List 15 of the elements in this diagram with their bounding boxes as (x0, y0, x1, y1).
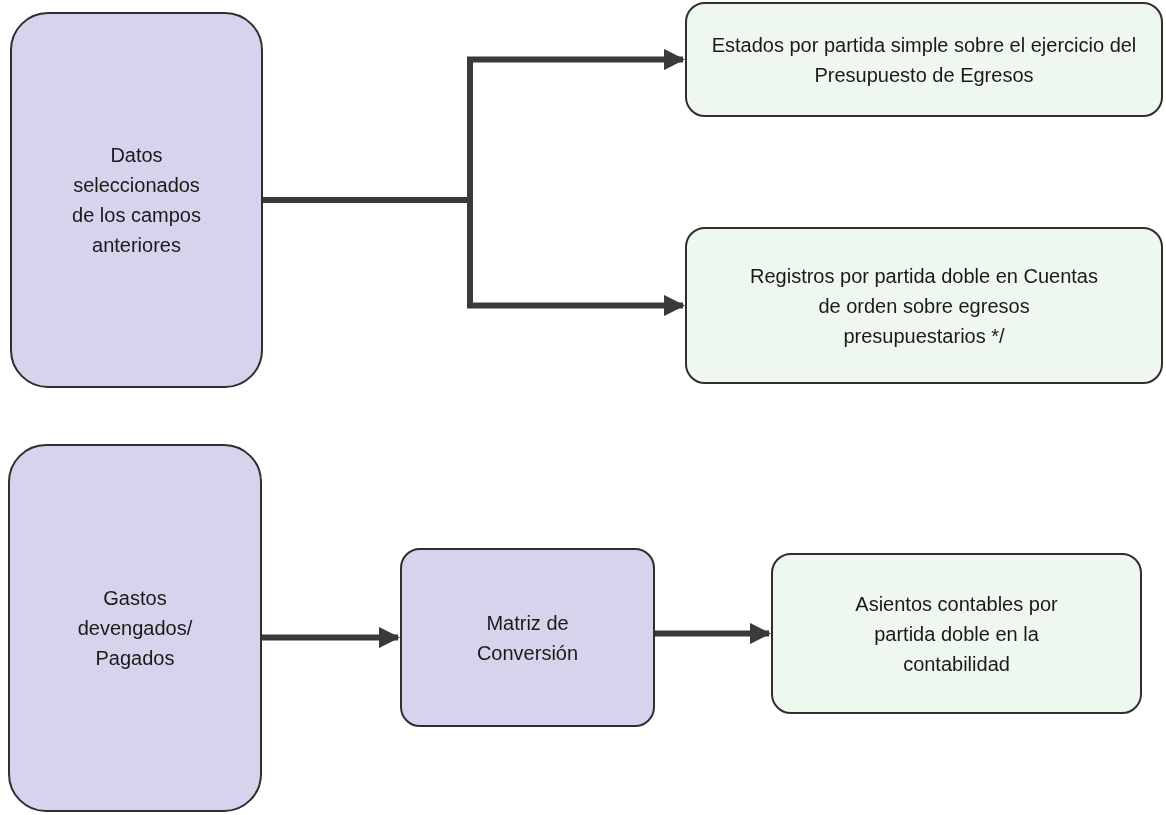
output-box (685, 227, 1163, 384)
process-box (8, 444, 262, 812)
box-label: Estados por partida simple sobre el ejercicio del Presupuesto de Egresos (710, 32, 1138, 88)
arrow (655, 622, 772, 645)
box-label: Asientos contables por partida doble en la contabilidad (854, 591, 1059, 677)
process-box (10, 12, 263, 388)
arrow (263, 197, 686, 317)
box-label: Datos seleccionados de los campos anteriores (71, 143, 202, 258)
box-label: Registros por partida doble en Cuentas de orden sobre egresos presupuestarios */ (749, 263, 1099, 349)
arrow (262, 626, 401, 649)
process-box (400, 548, 655, 727)
box-label: Matriz de Conversión (475, 610, 580, 666)
box-label: Gastos devengados/ Pagados (76, 586, 194, 671)
output-box (685, 2, 1163, 117)
output-box (771, 553, 1142, 714)
